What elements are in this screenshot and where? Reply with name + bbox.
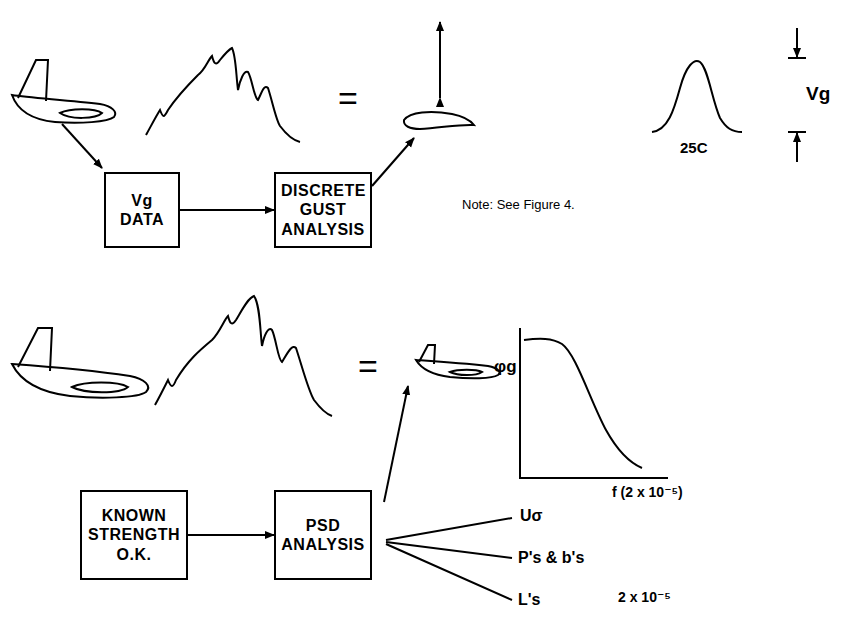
annotation-label: φg [494, 358, 517, 377]
airplane-top [12, 60, 115, 123]
process-box: PSD ANALYSIS [274, 490, 372, 580]
leader-arrow [62, 124, 102, 168]
box-label: PSD ANALYSIS [281, 516, 365, 554]
process-box: Vg DATA [104, 172, 180, 248]
airplane-bottom [12, 328, 148, 398]
flow-arrow [180, 209, 274, 211]
box-label: KNOWN STRENGTH O.K. [87, 506, 181, 564]
annotation-label: 2 x 10⁻⁵ [618, 590, 671, 605]
leader-arrow [372, 138, 414, 186]
box-label: Vg DATA [112, 191, 172, 229]
process-box: DISCRETE GUST ANALYSIS [274, 172, 372, 248]
annotation-label: = [358, 348, 378, 385]
gust-trace [146, 48, 300, 142]
airfoil [404, 112, 474, 129]
dimension-line [788, 58, 806, 132]
airplane-small [416, 345, 500, 378]
motion-arrow [439, 22, 441, 98]
gust-trace [155, 296, 332, 416]
dimension-arrow [796, 133, 798, 162]
annotation-label: L's [518, 591, 540, 609]
annotation-label: Uσ [520, 507, 543, 525]
annotation-label: Vg [806, 84, 830, 105]
annotation-label: Note: See Figure 4. [462, 198, 575, 212]
dimension-arrow [796, 28, 798, 57]
annotation-label: P's & b's [518, 549, 584, 567]
plot-axes [520, 328, 668, 478]
gust-shape [652, 61, 742, 132]
leader-arrow [384, 386, 408, 502]
annotation-label: f (2 x 10⁻⁵) [612, 485, 683, 500]
box-label: DISCRETE GUST ANALYSIS [281, 181, 365, 239]
branch-line [386, 518, 512, 600]
annotation-label: = [338, 80, 358, 117]
process-box: KNOWN STRENGTH O.K. [80, 490, 188, 580]
annotation-label: 25C [680, 140, 708, 157]
psd-curve [524, 339, 642, 468]
flow-arrow [188, 534, 274, 536]
